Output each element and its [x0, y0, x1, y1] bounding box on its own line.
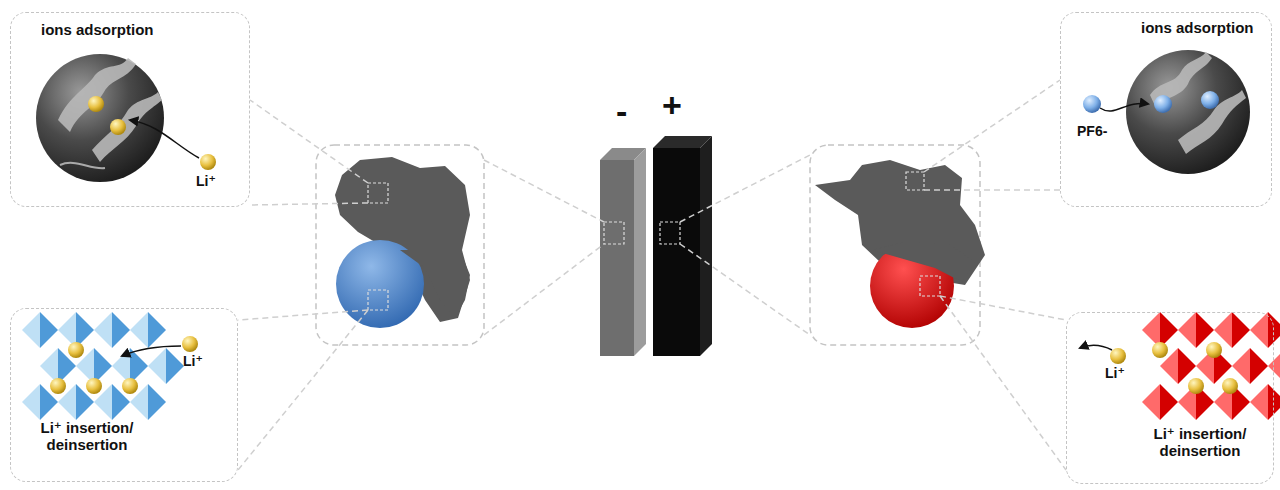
zoom-square: [920, 276, 940, 296]
callout-box: Li⁺ Li⁺ insertion/ deinsertion: [1066, 312, 1274, 484]
li-ion: [182, 336, 198, 352]
blue-lattice: [22, 312, 184, 420]
carbon-blob: [872, 242, 975, 282]
porous-sphere: [1126, 50, 1250, 174]
ion-label: Li⁺: [183, 353, 203, 369]
leader-lines: [238, 80, 1066, 470]
ion-label: Li⁺: [1105, 365, 1125, 381]
callout-box: ions adsorptionPF6-: [1060, 12, 1272, 207]
carbon-blob: [400, 250, 470, 318]
negative-electrode: [600, 160, 634, 356]
ion-arrow: [1100, 103, 1148, 111]
porous-sphere: [36, 54, 164, 182]
callout-title: ions adsorption: [41, 21, 154, 38]
zoom-square: [660, 222, 680, 244]
ion-label: Li⁺ insertion/ deinsertion: [17, 419, 157, 454]
ion-arrow: [130, 120, 199, 158]
zoom-square: [368, 290, 388, 310]
li-ion: [1110, 348, 1126, 364]
zoom-square: [604, 222, 624, 244]
ion-label: Li⁺: [196, 173, 216, 189]
ion-arrow: [122, 346, 181, 356]
zoom-square: [368, 183, 388, 203]
particle-frame: [316, 145, 484, 345]
ion-label: Li⁺ insertion/ deinsertion: [1130, 425, 1270, 460]
zoom-square: [906, 172, 924, 190]
polarity-sign: -: [616, 94, 627, 128]
red-lattice: [1142, 312, 1280, 420]
ion-arrow: [1080, 345, 1112, 350]
positive-electrode: [653, 148, 700, 356]
callout-box: ions adsorptionLi⁺: [10, 12, 250, 207]
negative-electrode: [634, 148, 646, 356]
ion-label: PF6-: [1077, 123, 1107, 139]
pf6-ion: [1083, 95, 1101, 113]
callout-box: Li⁺ Li⁺ insertion/ deinsertion: [10, 308, 238, 482]
li-ion: [200, 154, 216, 170]
polarity-sign: +: [662, 88, 682, 122]
positive-electrode: [700, 136, 712, 356]
callout-title: ions adsorption: [1141, 19, 1254, 36]
